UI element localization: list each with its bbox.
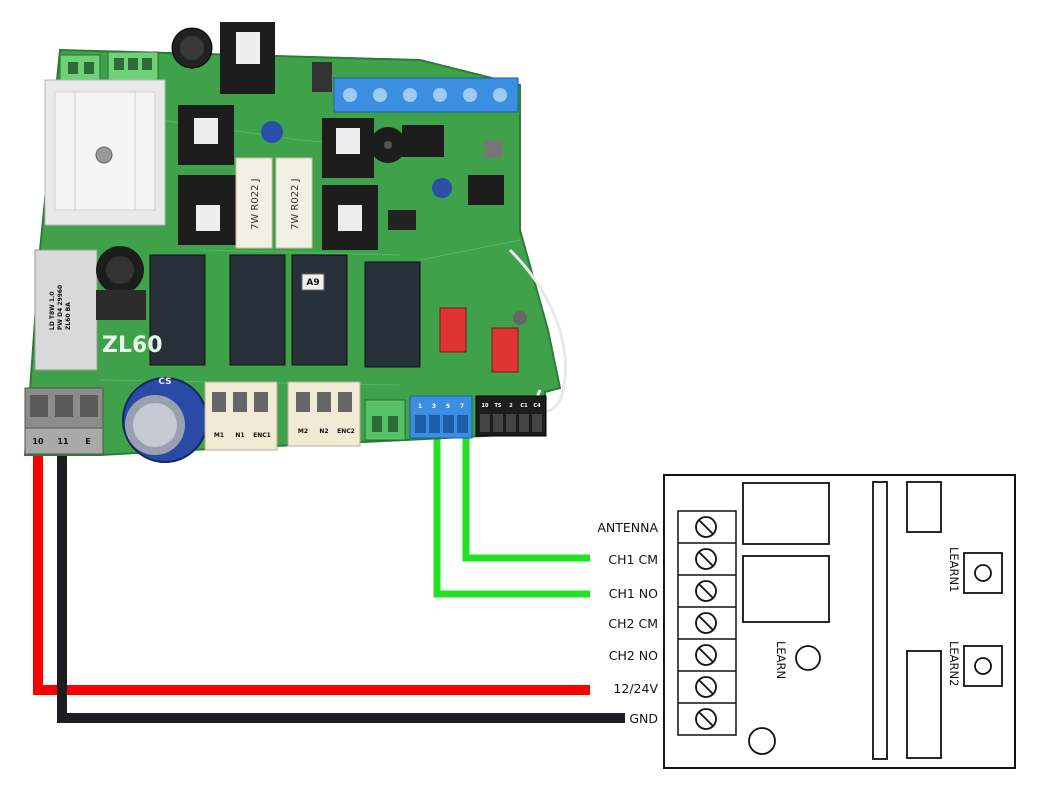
screw-ch1-no [695, 580, 717, 602]
ch1-no-wire [433, 432, 590, 598]
relay-tag-text: A9 [306, 278, 319, 288]
motor2-pin-3: ENC2 [337, 428, 355, 435]
red-connector-1 [439, 307, 467, 353]
power-terminal-pin-3: E [85, 437, 90, 446]
ic-chip [388, 210, 416, 230]
learn-led [795, 645, 821, 671]
learn-label: LEARN [774, 641, 788, 679]
receiver-relay-1 [742, 482, 830, 545]
blue-terminal-pin-2: 3 [432, 403, 436, 410]
screw-12-24v [695, 676, 717, 698]
terminal-label-12-24v: 12/24V [613, 681, 658, 696]
heatsink [44, 79, 166, 226]
capacitor-label: CS [158, 377, 171, 387]
dip-switch [402, 125, 444, 157]
power-terminal-pin-2: 11 [57, 437, 69, 446]
power-terminal: 10 11 E [24, 387, 104, 455]
black-terminal: 10 TS 2 C1 C4 [475, 395, 547, 437]
motor2-pin-2: N2 [319, 428, 328, 435]
black-terminal-pin-3: 2 [509, 403, 513, 409]
receiver-relay-2 [742, 555, 830, 623]
learn1-button[interactable] [963, 552, 1003, 594]
capacitor-large: CS [122, 377, 208, 463]
black-terminal-pin-5: C4 [533, 403, 541, 409]
motor2-pin-1: M2 [298, 428, 308, 435]
motor1-terminal: M1 N1 ENC1 [204, 381, 278, 451]
motor1-pin-1: M1 [214, 432, 224, 439]
screw-terminal-block [677, 510, 737, 736]
small-button [484, 140, 502, 158]
resistor-1: 7W R022 J [235, 157, 273, 249]
black-terminal-pin-1: 10 [482, 403, 489, 409]
wires [33, 432, 625, 723]
terminal-label-antenna: ANTENNA [597, 520, 658, 535]
power-terminal-pin-1: 10 [32, 437, 44, 446]
green-terminal-2pin [364, 399, 406, 441]
receiver-large-component [906, 650, 942, 759]
receiver-small-component [906, 481, 942, 533]
terminal-label-ch2-no: CH2 NO [609, 648, 658, 663]
blue-terminal-pin-1: 1 [418, 403, 422, 410]
red-connector-2 [491, 327, 519, 373]
screw-gnd [695, 708, 717, 730]
fuse-label-line-2: PW D4 29960 [57, 285, 64, 330]
terminal-label-ch2-cm: CH2 CM [608, 616, 658, 631]
terminal-label-ch1-no: CH1 NO [609, 586, 658, 601]
board-model-label: ZL60 [102, 333, 163, 358]
screw-ch2-no [695, 644, 717, 666]
bottom-led [748, 727, 776, 755]
receiver-vertical-bar [872, 481, 888, 760]
receiver-module: ANTENNA CH1 CM CH1 NO CH2 CM CH2 NO 12/2… [597, 474, 1016, 769]
black-terminal-pin-4: C1 [520, 403, 528, 409]
relay-3 [291, 254, 348, 366]
relay-tag [301, 273, 325, 291]
capacitor-small-1 [261, 121, 283, 143]
learn2-button[interactable] [963, 645, 1003, 687]
small-black-part [312, 62, 332, 92]
terminal-label-gnd: GND [629, 711, 658, 726]
capacitor-small-2 [432, 178, 452, 198]
motor2-terminal: M2 N2 ENC2 [287, 381, 361, 447]
relay-4 [364, 261, 421, 368]
motor1-pin-2: N1 [235, 432, 244, 439]
control-board: 7W R022 J 7W R022 J ZL60 [23, 22, 567, 463]
relay-1 [149, 254, 206, 366]
relay-2 [229, 254, 286, 366]
ch1-cm-wire [462, 432, 590, 562]
terminal-label-ch1-cm: CH1 CM [608, 552, 658, 567]
blue-terminal-pin-4: 7 [460, 403, 464, 410]
resistor-2: 7W R022 J [275, 157, 313, 249]
black-terminal-pin-2: TS [494, 403, 501, 409]
motor1-pin-3: ENC1 [253, 432, 271, 439]
blue-trimmer-strip [333, 77, 519, 113]
blue-terminal: 1 3 5 7 [409, 395, 473, 439]
fuse-label-line-3: LD T8W 1.0 [49, 292, 56, 331]
fuse-label-line-1: ZL60 BA [65, 302, 72, 330]
screw-ch1-cm [695, 548, 717, 570]
power-wire [33, 455, 590, 695]
resistor-1-label: 7W R022 J [250, 178, 261, 230]
learn1-label: LEARN1 [947, 547, 961, 592]
blue-terminal-pin-3: 5 [446, 403, 450, 410]
screw-ch2-cm [695, 612, 717, 634]
screw-antenna [695, 516, 717, 538]
ground-wire [57, 455, 625, 723]
learn2-label: LEARN2 [947, 641, 961, 686]
microcontroller [468, 175, 504, 205]
fuse-block: ZL60 BA PW D4 29960 LD T8W 1.0 [34, 249, 98, 371]
resistor-2-label: 7W R022 J [290, 178, 301, 230]
